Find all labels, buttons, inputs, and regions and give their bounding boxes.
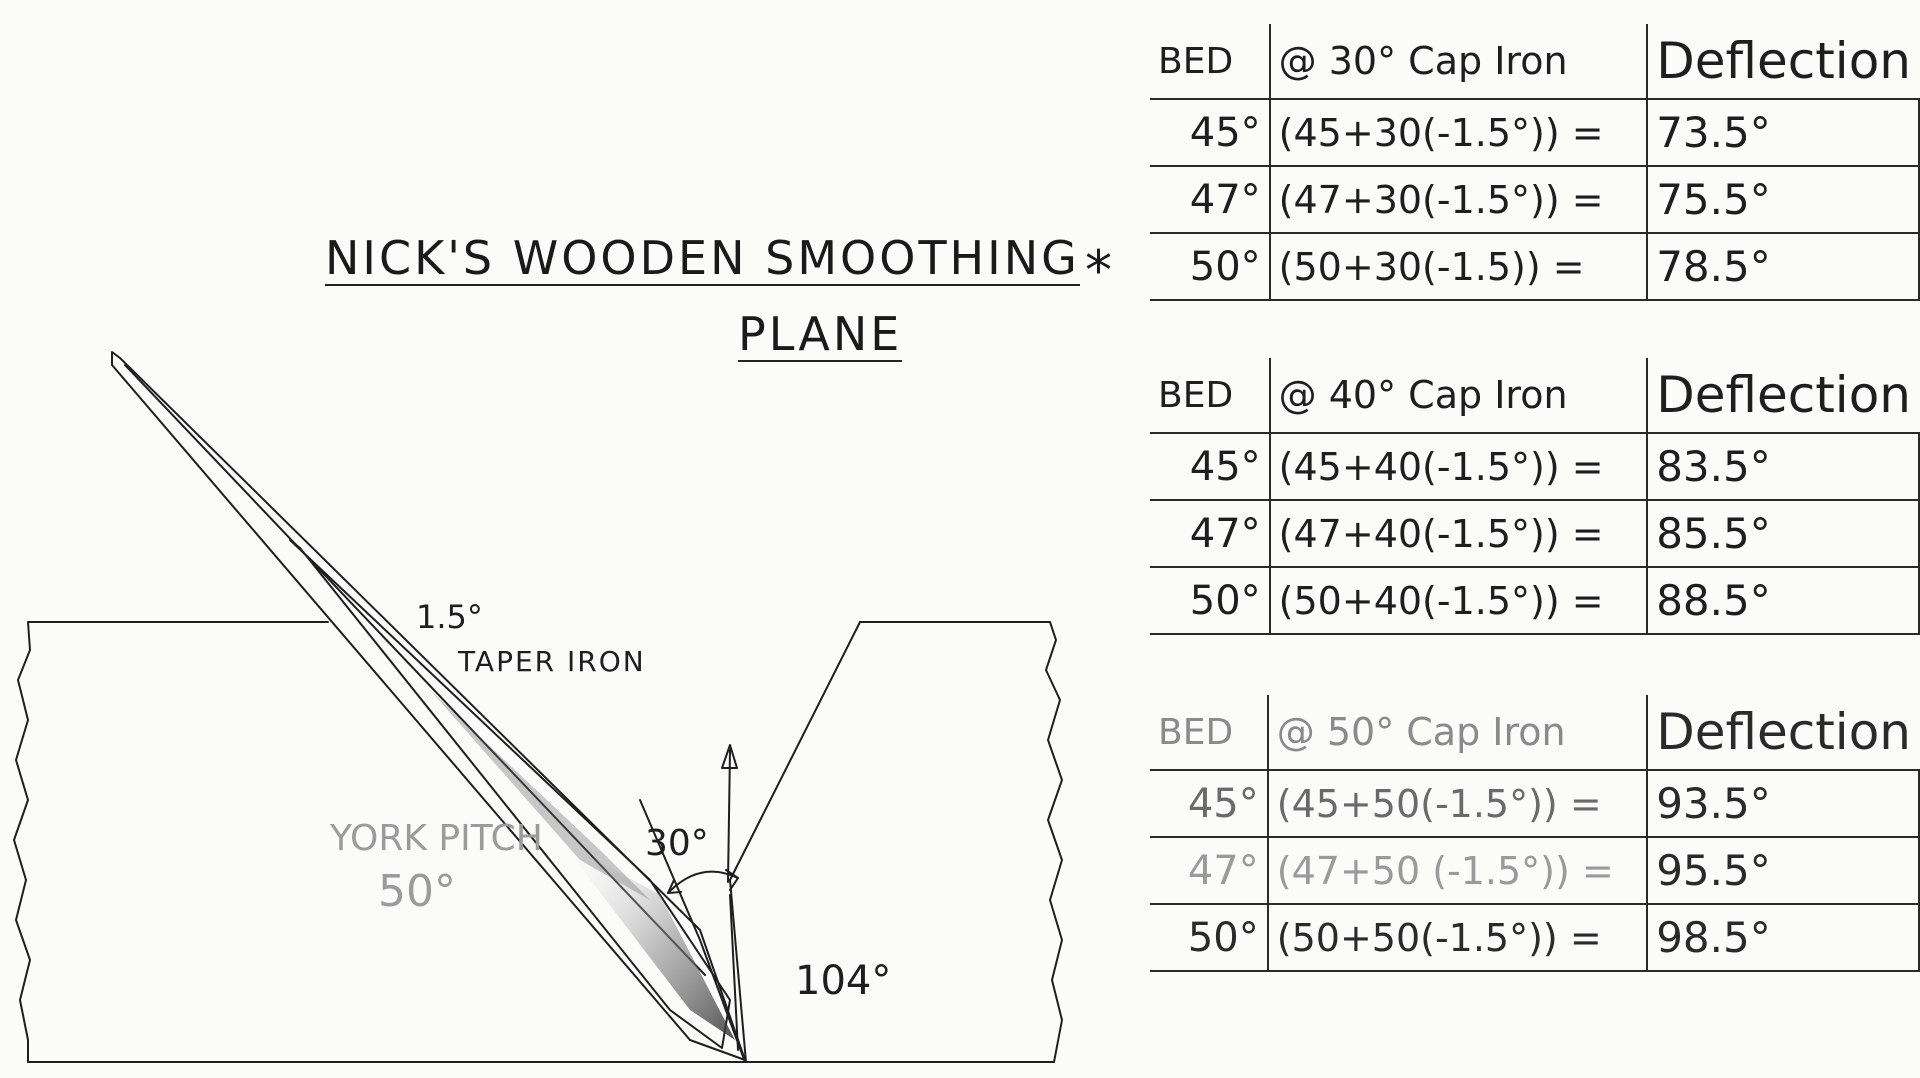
result-cell: 75.5° bbox=[1647, 165, 1920, 233]
result-cell: 85.5° bbox=[1647, 499, 1920, 567]
asterisk-marker: * bbox=[1085, 239, 1112, 302]
result-cell: 73.5° bbox=[1647, 98, 1920, 166]
angle-arc bbox=[667, 870, 739, 894]
header-cap-iron: @ 30° Cap Iron bbox=[1269, 24, 1649, 99]
bed-cell: 45° bbox=[1150, 98, 1271, 166]
table-row: 50° (50+50(-1.5°)) = 98.5° bbox=[1150, 903, 1920, 972]
formula-cell: (47+40(-1.5°)) = bbox=[1269, 499, 1649, 567]
bed-cell: 47° bbox=[1150, 165, 1271, 233]
plane-iron bbox=[111, 351, 746, 1061]
pitch-angle-label: 50° bbox=[378, 866, 456, 917]
table-row: 50° (50+30(-1.5)) = 78.5° bbox=[1150, 232, 1920, 301]
table-header-row: BED @ 50° Cap Iron Deflection bbox=[1150, 695, 1919, 770]
cap-iron bbox=[289, 539, 731, 1049]
deflection-table-50: BED @ 50° Cap Iron Deflection 45° (45+50… bbox=[1150, 695, 1920, 972]
iron-shading bbox=[560, 840, 735, 1040]
table-header-row: BED @ 40° Cap Iron Deflection bbox=[1150, 358, 1919, 433]
mouth-angle-label: 104° bbox=[795, 958, 892, 1004]
result-cell: 98.5° bbox=[1647, 903, 1920, 972]
header-cap-iron: @ 50° Cap Iron bbox=[1267, 695, 1649, 770]
formula-cell: (50+40(-1.5°)) = bbox=[1269, 566, 1649, 635]
table-row: 47° (47+50 (-1.5°)) = 95.5° bbox=[1150, 836, 1920, 904]
bed-cell: 45° bbox=[1150, 432, 1271, 500]
arc-arrow-right bbox=[725, 869, 739, 891]
deflection-table-40: BED @ 40° Cap Iron Deflection 45° (45+40… bbox=[1150, 358, 1920, 635]
table-row: 45° (45+30(-1.5°)) = 73.5° bbox=[1150, 98, 1920, 166]
header-bed: BED bbox=[1150, 24, 1271, 99]
table-row: 45° (45+40(-1.5°)) = 83.5° bbox=[1150, 432, 1920, 500]
vertical-arrowhead bbox=[721, 744, 738, 769]
arc-arrow-left bbox=[667, 879, 682, 894]
header-bed: BED bbox=[1150, 695, 1269, 770]
taper-angle-label: 1.5° bbox=[416, 598, 483, 636]
bed-cell: 47° bbox=[1150, 499, 1271, 567]
header-deflection: Deflection bbox=[1656, 703, 1911, 761]
result-cell: 83.5° bbox=[1647, 432, 1920, 500]
header-deflection: Deflection bbox=[1656, 366, 1911, 424]
formula-cell: (45+30(-1.5°)) = bbox=[1269, 98, 1649, 166]
result-cell: 88.5° bbox=[1647, 566, 1920, 635]
header-deflection: Deflection bbox=[1656, 32, 1911, 90]
table-row: 47° (47+30(-1.5°)) = 75.5° bbox=[1150, 165, 1920, 233]
header-bed: BED bbox=[1150, 358, 1271, 433]
bed-cell: 50° bbox=[1150, 566, 1271, 635]
cap-angle-label: 30° bbox=[645, 823, 709, 864]
table-row: 47° (47+40(-1.5°)) = 85.5° bbox=[1150, 499, 1920, 567]
table-header-row: BED @ 30° Cap Iron Deflection bbox=[1150, 24, 1919, 99]
taper-iron-label: TAPER IRON bbox=[458, 645, 646, 678]
deflection-table-30: BED @ 30° Cap Iron Deflection 45° (45+30… bbox=[1150, 24, 1920, 301]
bed-cell: 50° bbox=[1150, 232, 1271, 301]
header-cap-iron: @ 40° Cap Iron bbox=[1269, 358, 1649, 433]
bed-cell: 50° bbox=[1150, 903, 1269, 972]
bed-cell: 45° bbox=[1150, 769, 1269, 837]
plane-body-right bbox=[729, 621, 1063, 1063]
title-line-1: Nick's Wooden Smoothing bbox=[325, 231, 1080, 286]
title-line-2: Plane bbox=[738, 307, 903, 362]
result-cell: 93.5° bbox=[1647, 769, 1920, 837]
plane-body-left bbox=[13, 621, 746, 1063]
formula-cell: (50+50(-1.5°)) = bbox=[1267, 903, 1649, 972]
result-cell: 95.5° bbox=[1647, 836, 1920, 904]
formula-cell: (47+50 (-1.5°)) = bbox=[1267, 836, 1649, 904]
iron-shading-upper bbox=[430, 690, 650, 900]
formula-cell: (45+50(-1.5°)) = bbox=[1267, 769, 1649, 837]
result-cell: 78.5° bbox=[1647, 232, 1920, 301]
formula-cell: (45+40(-1.5°)) = bbox=[1269, 432, 1649, 500]
wedge-line bbox=[729, 894, 739, 1051]
vertical-reference-line bbox=[727, 749, 731, 883]
formula-cell: (50+30(-1.5)) = bbox=[1269, 232, 1649, 301]
formula-cell: (47+30(-1.5°)) = bbox=[1269, 165, 1649, 233]
table-row: 50° (50+40(-1.5°)) = 88.5° bbox=[1150, 566, 1920, 635]
bed-cell: 47° bbox=[1150, 836, 1269, 904]
pitch-name-label: YORK PITCH bbox=[330, 818, 543, 859]
table-row: 45° (45+50(-1.5°)) = 93.5° bbox=[1150, 769, 1920, 837]
